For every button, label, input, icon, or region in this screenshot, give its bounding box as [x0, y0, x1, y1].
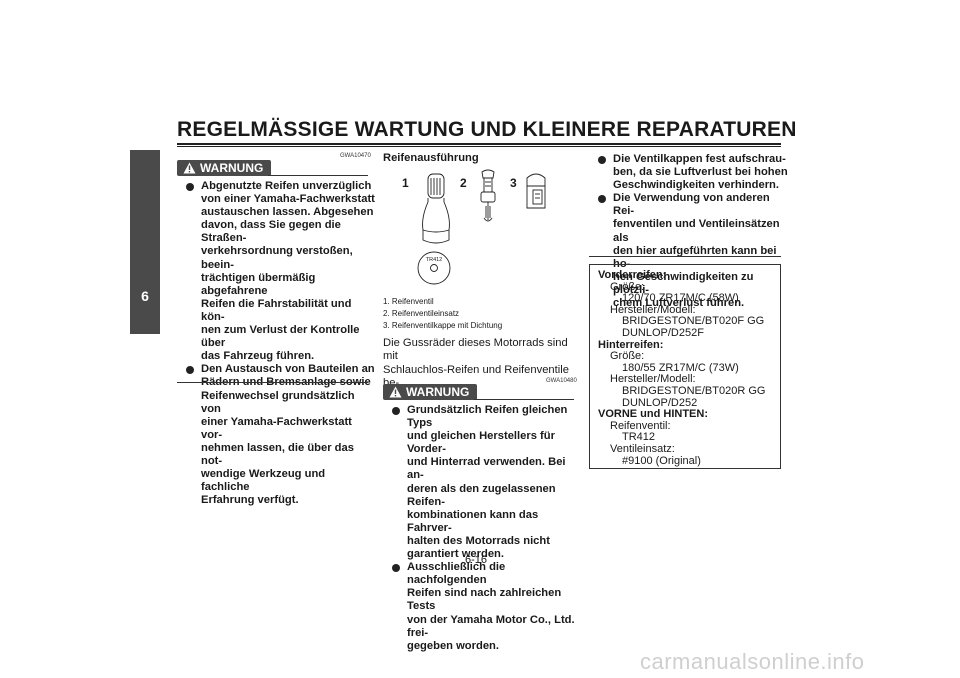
- warning-end-rule: [589, 256, 781, 257]
- bullet-icon: [598, 195, 606, 204]
- title-rule-thin: [177, 146, 781, 147]
- caption-item: 2. Reifenventileinsatz: [383, 309, 460, 318]
- left-warning-list: Abgenutzte Reifen unverzüglich von einer…: [186, 180, 376, 507]
- figure-number-1: 1: [402, 176, 409, 190]
- right-warning-list: Die Ventilkappen fest aufschrau- ben, da…: [598, 153, 788, 310]
- valve-figure: TR412 1 2 3: [383, 168, 573, 288]
- spec-label: Reifenventil:: [610, 419, 671, 432]
- warning-badge: WARNUNG: [177, 160, 272, 176]
- list-item: Ausschließlich die nachfolgenden Reifen …: [392, 561, 582, 653]
- valve-illustration: TR412: [417, 169, 546, 285]
- spec-value: BRIDGESTONE/BT020R GG: [622, 384, 766, 397]
- spec-label: Größe:: [610, 350, 645, 363]
- warning-code: GWA10480: [546, 378, 577, 384]
- warning-triangle-icon: [183, 162, 196, 174]
- spec-value: #9100 (Original): [622, 454, 701, 467]
- valve-cap-text: TR412: [426, 257, 443, 263]
- spec-value: BRIDGESTONE/BT020F GG: [622, 315, 765, 328]
- spec-heading-rear: Hinterreifen:: [598, 338, 664, 351]
- spec-value: DUNLOP/D252F: [622, 326, 704, 339]
- figure-captions: 1. Reifenventil 2. Reifenventileinsatz 3…: [383, 296, 502, 332]
- spec-heading-both: VORNE und HINTEN:: [598, 408, 708, 421]
- list-item: Die Ventilkappen fest aufschrau- ben, da…: [598, 153, 788, 192]
- title-rule: [177, 143, 781, 145]
- spec-label: Größe:: [610, 280, 645, 293]
- warning-badge-label: WARNUNG: [200, 161, 264, 175]
- spec-value: DUNLOP/D252: [622, 396, 698, 409]
- warning-triangle-icon: [389, 386, 402, 398]
- spec-value: TR412: [622, 431, 656, 444]
- bullet-icon: [186, 183, 194, 191]
- warning-end-rule: [177, 382, 368, 383]
- figure-number-3: 3: [510, 176, 517, 190]
- spec-label: Hersteller/Modell:: [610, 373, 696, 386]
- bullet-icon: [392, 407, 400, 415]
- warning-badge: WARNUNG: [383, 384, 478, 400]
- figure-number-2: 2: [460, 176, 467, 190]
- spec-label: Hersteller/Modell:: [610, 303, 696, 316]
- watermark: carmanualsonline.info: [640, 649, 865, 674]
- bullet-icon: [598, 156, 606, 164]
- spec-heading-front: Vorderreifen:: [598, 269, 667, 281]
- page-number: 6-16: [465, 554, 488, 566]
- bullet-icon: [186, 366, 194, 375]
- caption-item: 1. Reifenventil: [383, 297, 434, 306]
- tire-spec-box: Vorderreifen: Größe: 120/70 ZR17M/C (58W…: [589, 264, 781, 469]
- list-item: Abgenutzte Reifen unverzüglich von einer…: [186, 180, 376, 363]
- list-item: Den Austausch von Bauteilen an Rädern un…: [186, 363, 376, 507]
- spec-value: 120/70 ZR17M/C (58W): [622, 292, 739, 305]
- page-title: REGELMÄSSIGE WARTUNG UND KLEINERE REPARA…: [177, 118, 797, 141]
- chapter-tab: 6: [130, 150, 160, 334]
- middle-warning-list: Grundsätzlich Reifen gleichen Typs und g…: [392, 404, 582, 653]
- caption-item: 3. Reifenventilkappe mit Dichtung: [383, 321, 503, 330]
- list-item: Grundsätzlich Reifen gleichen Typs und g…: [392, 404, 582, 561]
- warning-code: GWA10470: [340, 153, 371, 159]
- warning-badge-label: WARNUNG: [406, 385, 470, 399]
- warning-rule: [474, 399, 574, 400]
- spec-label: Ventileinsatz:: [610, 442, 675, 455]
- warning-rule: [268, 175, 368, 176]
- spec-value: 180/55 ZR17M/C (73W): [622, 361, 739, 374]
- bullet-icon: [392, 564, 400, 573]
- section-heading: Reifenausführung: [383, 152, 479, 164]
- list-item: Die Verwendung von anderen Rei- fenventi…: [598, 192, 788, 310]
